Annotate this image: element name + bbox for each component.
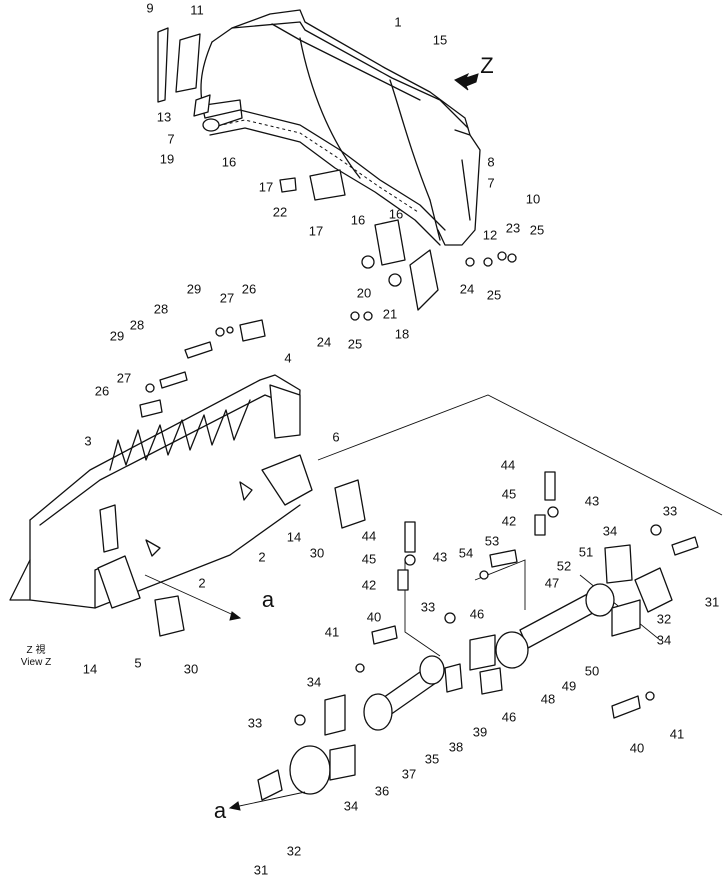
callout-28a: 28 [153, 301, 169, 317]
callout-34c: 34 [306, 674, 322, 690]
callout-34b: 34 [656, 632, 672, 648]
callout-29b: 29 [109, 328, 125, 344]
callout-27b: 27 [116, 370, 132, 386]
callout-41b: 41 [669, 726, 685, 742]
callout-6: 6 [332, 429, 340, 445]
callout-17b: 17 [308, 223, 324, 239]
callout-51: 51 [578, 544, 594, 560]
callout-3: 3 [84, 433, 92, 449]
callout-50: 50 [584, 663, 600, 679]
callout-16b: 16 [350, 212, 366, 228]
callout-9: 9 [146, 0, 154, 16]
callout-20: 20 [356, 285, 372, 301]
callout-15: 15 [432, 32, 448, 48]
callout-53: 53 [484, 533, 500, 549]
callout-33a: 33 [662, 503, 678, 519]
callout-38: 38 [448, 739, 464, 755]
callout-16c: 16 [388, 206, 404, 222]
callout-46a: 46 [469, 606, 485, 622]
callout-22: 22 [272, 204, 288, 220]
callout-24b: 24 [316, 334, 332, 350]
callout-13: 13 [156, 109, 172, 125]
callout-46b: 46 [501, 709, 517, 725]
callout-35: 35 [424, 751, 440, 767]
callout-14b: 14 [82, 661, 98, 677]
callout-49: 49 [561, 678, 577, 694]
callout-39: 39 [472, 724, 488, 740]
callout-17a: 17 [258, 179, 274, 195]
callout-16a: 16 [221, 154, 237, 170]
callout-37: 37 [401, 766, 417, 782]
callout-27a: 27 [219, 290, 235, 306]
callout-44a: 44 [500, 457, 516, 473]
callout-2a: 2 [258, 549, 266, 565]
callout-a2: a [213, 798, 227, 823]
callout-24a: 24 [459, 281, 475, 297]
callout-11: 11 [190, 2, 204, 18]
view-label-z: Z 視 [26, 645, 46, 656]
callout-12: 12 [482, 227, 498, 243]
callout-42b: 42 [361, 577, 377, 593]
callout-26a: 26 [241, 281, 257, 297]
callout-14a: 14 [286, 529, 302, 545]
callout-28b: 28 [129, 317, 145, 333]
callout-7b: 7 [487, 175, 495, 191]
callout-42a: 42 [501, 513, 517, 529]
callout-z: Z [480, 53, 494, 78]
callout-34d: 34 [343, 798, 359, 814]
callout-21: 21 [382, 306, 398, 322]
callout-36: 36 [374, 783, 390, 799]
callout-25a: 25 [529, 222, 545, 238]
callout-31a: 31 [704, 594, 720, 610]
callout-2b: 2 [198, 575, 206, 591]
callout-33c: 33 [247, 715, 263, 731]
callout-41a: 41 [324, 624, 340, 640]
callout-30a: 30 [309, 545, 325, 561]
callout-25b: 25 [486, 287, 502, 303]
callout-4: 4 [284, 350, 292, 366]
callout-54: 54 [458, 545, 474, 561]
callout-18: 18 [394, 326, 410, 342]
callout-34a: 34 [602, 523, 618, 539]
callout-40a: 40 [366, 609, 382, 625]
callout-25c: 25 [347, 336, 363, 352]
callout-43b: 43 [432, 549, 448, 565]
callout-a1: a [261, 587, 275, 612]
callout-23: 23 [505, 220, 521, 236]
callout-52: 52 [556, 558, 572, 574]
callout-7a: 7 [167, 131, 175, 147]
callout-44b: 44 [361, 528, 377, 544]
callout-26b: 26 [94, 383, 110, 399]
callout-31b: 31 [253, 862, 269, 878]
callout-32a: 32 [656, 611, 672, 627]
link-assembly [228, 394, 723, 811]
callout-8: 8 [487, 154, 495, 170]
callout-30b: 30 [183, 661, 199, 677]
callout-43a: 43 [584, 493, 600, 509]
callout-47: 47 [544, 575, 560, 591]
callout-32b: 32 [286, 843, 302, 859]
blade-frame-assembly [9, 319, 366, 637]
callout-29a: 29 [186, 281, 202, 297]
callout-1: 1 [394, 14, 402, 30]
callout-45a: 45 [501, 486, 517, 502]
callout-45b: 45 [361, 551, 377, 567]
callout-10: 10 [525, 191, 541, 207]
view-label-view-z: View Z [20, 657, 52, 668]
callout-19: 19 [159, 151, 175, 167]
callout-48: 48 [540, 691, 556, 707]
callout-33b: 33 [420, 599, 436, 615]
callout-40b: 40 [629, 740, 645, 756]
callout-5: 5 [134, 655, 142, 671]
moldboard-assembly [157, 9, 517, 321]
